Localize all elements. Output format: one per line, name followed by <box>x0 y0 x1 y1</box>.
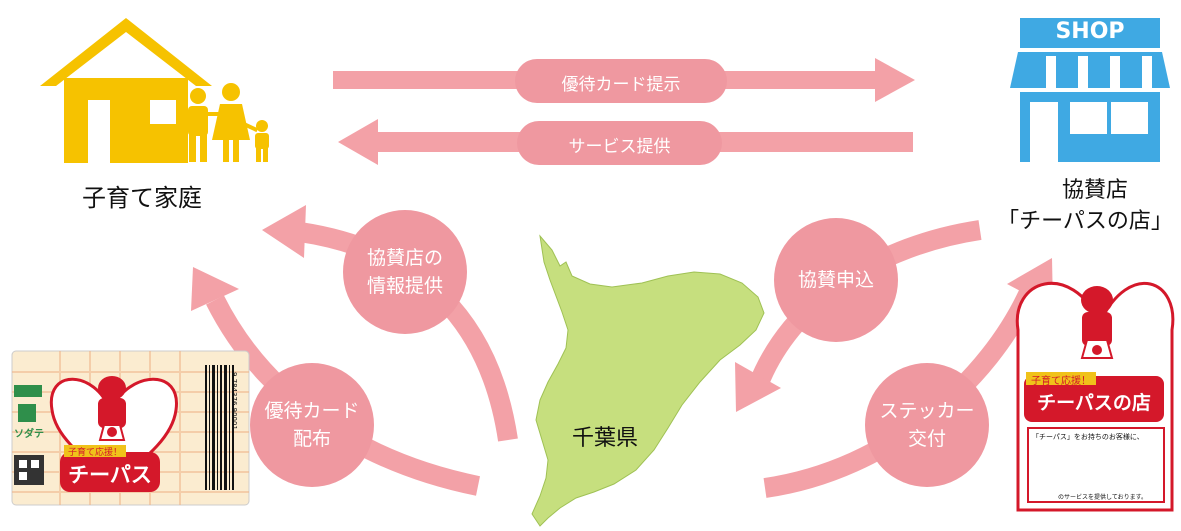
label-sticker: ステッカー 交付 <box>865 397 989 453</box>
label-shop-info-line1: 協賛店の <box>366 247 443 269</box>
sticker-footer: のサービスを提供しております。 <box>1058 494 1148 501</box>
label-shop-line2: 「チーパスの店」 <box>997 209 1173 234</box>
chiba-map <box>531 234 765 527</box>
shop-sticker-image <box>1015 281 1175 512</box>
label-service: サービス提供 <box>568 137 671 157</box>
pill-service <box>517 121 722 165</box>
label-card-dist-line1: 優待カード <box>264 400 360 422</box>
sticker-name: チーパスの店 <box>1037 392 1151 414</box>
card-ribbon: 子育て応援！ <box>67 448 122 458</box>
house-family-icon <box>40 18 269 163</box>
label-shop-info-line2: 情報提供 <box>366 275 443 297</box>
label-card-dist-line2: 配布 <box>292 428 331 450</box>
sticker-ribbon: 子育て応援！ <box>1031 376 1091 387</box>
pill-card-present <box>515 59 727 103</box>
label-family: 子育て家庭 <box>82 184 202 212</box>
shop-sign-text: SHOP <box>1055 19 1125 44</box>
card-name: チーパス <box>68 463 152 487</box>
arrow-shop-info-head <box>262 205 306 258</box>
label-shop-line1: 協賛店 <box>1061 178 1128 203</box>
label-chiba: 千葉県 <box>572 426 639 451</box>
shop-icon <box>1010 18 1170 162</box>
arrow-card-dist-head <box>191 267 239 311</box>
label-card-present: 優待カード提示 <box>561 75 681 95</box>
bubble-apply <box>774 218 898 342</box>
label-sticker-line2: 交付 <box>907 428 946 450</box>
card-barcode-number: 9 784376 90001 <box>230 372 238 430</box>
label-card-dist: 優待カード 配布 <box>250 397 374 453</box>
card-side-label: ソダテ <box>14 429 44 440</box>
label-apply: 協賛申込 <box>797 269 874 291</box>
priority-card-image <box>11 350 250 506</box>
bubble-card-dist <box>250 363 374 487</box>
label-shop-info: 協賛店の 情報提供 <box>343 244 467 300</box>
bubble-sticker <box>865 363 989 487</box>
arrow-apply-head <box>735 362 781 412</box>
sticker-text: 「チーパス」をお持ちのお客様に、 <box>1032 433 1144 441</box>
label-sticker-line1: ステッカー <box>879 400 975 422</box>
bubble-shop-info <box>343 210 467 334</box>
